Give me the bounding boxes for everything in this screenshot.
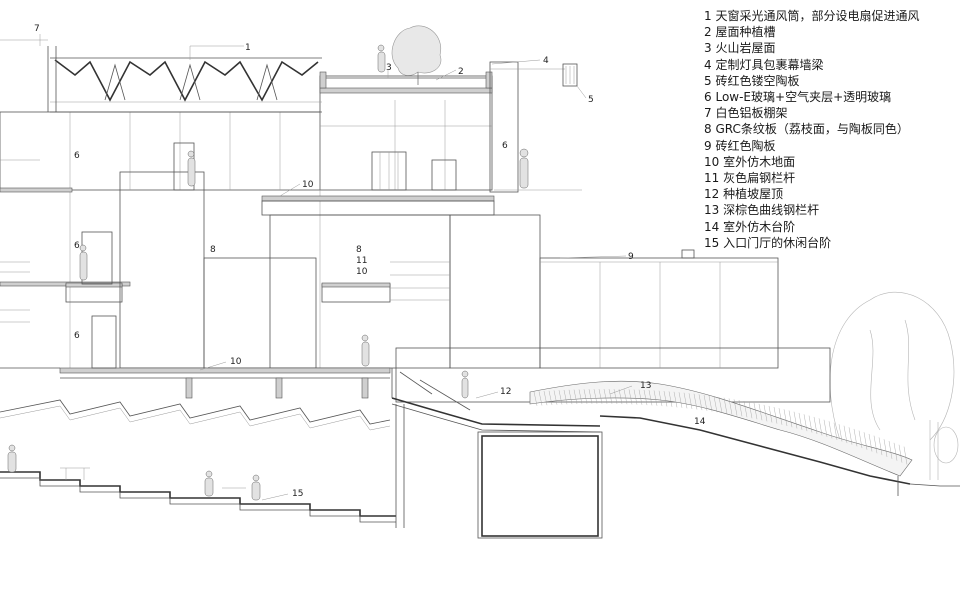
- legend-item-9: 9 砖红色陶板: [704, 138, 919, 154]
- legend-number: 12: [704, 187, 720, 202]
- callout-10c: 10: [230, 357, 242, 367]
- rooftop-tree: [391, 25, 442, 85]
- leader-lines: [39, 34, 633, 501]
- ground-level: [0, 367, 391, 399]
- legend-number: 1: [704, 9, 712, 23]
- legend-item-7: 7 白色铝板棚架: [704, 105, 919, 121]
- legend-text: 砖红色镂空陶板: [715, 73, 800, 88]
- background-trees: [829, 291, 959, 480]
- legend-text: Low-E玻璃+空气夹层+透明玻璃: [715, 90, 892, 105]
- legend-item-14: 14 室外仿木台阶: [704, 219, 919, 235]
- upper-building: [0, 75, 493, 370]
- callout-9: 9: [628, 252, 634, 262]
- middle-facade: [0, 171, 831, 403]
- legend-item-12: 12 种植坡屋顶: [704, 186, 919, 202]
- legend-text: 天窗采光通风筒，部分设电扇促进通风: [715, 9, 920, 23]
- legend-text: GRC条纹板（荔枝面，与陶板同色）: [715, 122, 909, 137]
- legend-number: 6: [704, 90, 712, 105]
- callout-6b: 6: [502, 141, 508, 151]
- sunken-hall: [395, 404, 603, 539]
- left-structure: [0, 39, 117, 369]
- legend-number: 10: [704, 154, 720, 169]
- legend-text: 火山岩屋面: [715, 41, 776, 56]
- legend-item-10: 10 室外仿木地面: [704, 154, 919, 170]
- legend-text: 入口门厅的休闲台阶: [723, 235, 832, 250]
- callout-13: 13: [640, 381, 651, 391]
- legend-number: 3: [704, 41, 712, 56]
- callout-labels: 1 2 3 4 5 6 6 6 6 7 8 8 9 10 10 10 11 12…: [34, 24, 706, 499]
- curved-railing: [529, 380, 960, 496]
- legend-text: 种植坡屋顶: [723, 187, 784, 202]
- callout-7: 7: [34, 24, 40, 34]
- legend-text: 灰色扁钢栏杆: [723, 171, 796, 186]
- legend-number: 7: [704, 106, 712, 121]
- legend-item-4: 4 定制灯具包裹幕墙梁: [704, 57, 919, 73]
- skylight-roof: [50, 57, 322, 113]
- legend-item-15: 15 入口门厅的休闲台阶: [704, 235, 919, 251]
- legend-number: 14: [704, 219, 720, 234]
- callout-12: 12: [500, 387, 511, 397]
- legend-item-13: 13 深棕色曲线钢栏杆: [704, 202, 919, 218]
- legend-number: 8: [704, 122, 712, 137]
- callout-3: 3: [386, 63, 392, 73]
- callout-14: 14: [694, 417, 706, 427]
- legend-text: 定制灯具包裹幕墙梁: [715, 57, 824, 72]
- legend-number: 9: [704, 138, 712, 153]
- legend-item-2: 2 屋面种植槽: [704, 24, 919, 40]
- callout-15: 15: [292, 489, 303, 499]
- legend-item-6: 6 Low-E玻璃+空气夹层+透明玻璃: [704, 89, 919, 105]
- legend-item-11: 11 灰色扁钢栏杆: [704, 170, 919, 186]
- callout-10a: 10: [302, 180, 314, 190]
- callout-5: 5: [588, 95, 594, 105]
- callout-6a: 6: [74, 151, 80, 161]
- legend-number: 5: [704, 73, 712, 88]
- legend-text: 室外仿木地面: [723, 154, 796, 169]
- legend-item-3: 3 火山岩屋面: [704, 40, 919, 56]
- planted-slope-roof: [391, 368, 601, 433]
- callout-6c: 6: [74, 241, 80, 251]
- legend-number: 2: [704, 25, 712, 40]
- legend-item-5: 5 砖红色镂空陶板: [704, 73, 919, 89]
- legend-number: 15: [704, 235, 720, 250]
- basement-ceiling: [0, 399, 391, 431]
- callout-1: 1: [245, 43, 251, 53]
- callout-8a: 8: [210, 245, 216, 255]
- legend-text: 砖红色陶板: [715, 138, 776, 153]
- floor-slabs: [0, 187, 582, 303]
- lounge-steps: [0, 471, 396, 523]
- legend-number: 4: [704, 57, 712, 72]
- upper-right-roof: [319, 61, 578, 193]
- legend-text: 屋面种植槽: [715, 25, 776, 40]
- callout-10b: 10: [356, 267, 368, 277]
- callout-2: 2: [458, 67, 464, 77]
- callout-11: 11: [356, 256, 367, 266]
- legend-text: 白色铝板棚架: [715, 106, 788, 121]
- callout-4: 4: [543, 56, 549, 66]
- legend-text: 深棕色曲线钢栏杆: [723, 203, 820, 218]
- legend-number: 13: [704, 203, 720, 218]
- legend-item-1: 1 天窗采光通风筒，部分设电扇促进通风: [704, 8, 919, 24]
- callout-8b: 8: [356, 245, 362, 255]
- callout-6d: 6: [74, 331, 80, 341]
- people-figures: [7, 44, 529, 501]
- legend-item-8: 8 GRC条纹板（荔枝面，与陶板同色）: [704, 121, 919, 137]
- legend-text: 室外仿木台阶: [723, 219, 796, 234]
- legend-number: 11: [704, 171, 720, 186]
